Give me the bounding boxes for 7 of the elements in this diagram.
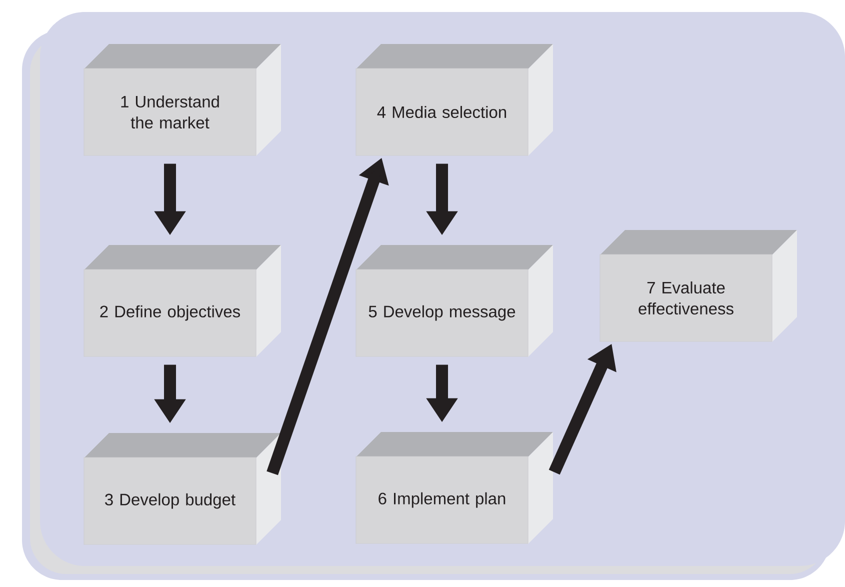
process-box: 2 Define objectives <box>84 245 281 357</box>
process-box: 5 Develop message <box>356 245 553 357</box>
process-box: 4 Media selection <box>356 44 553 156</box>
process-box: 3 Develop budget <box>84 433 281 545</box>
process-box: 6 Implement plan <box>356 432 553 544</box>
process-box: 1 Understand the market <box>84 44 281 156</box>
process-box: 7 Evaluate effectiveness <box>600 230 797 342</box>
